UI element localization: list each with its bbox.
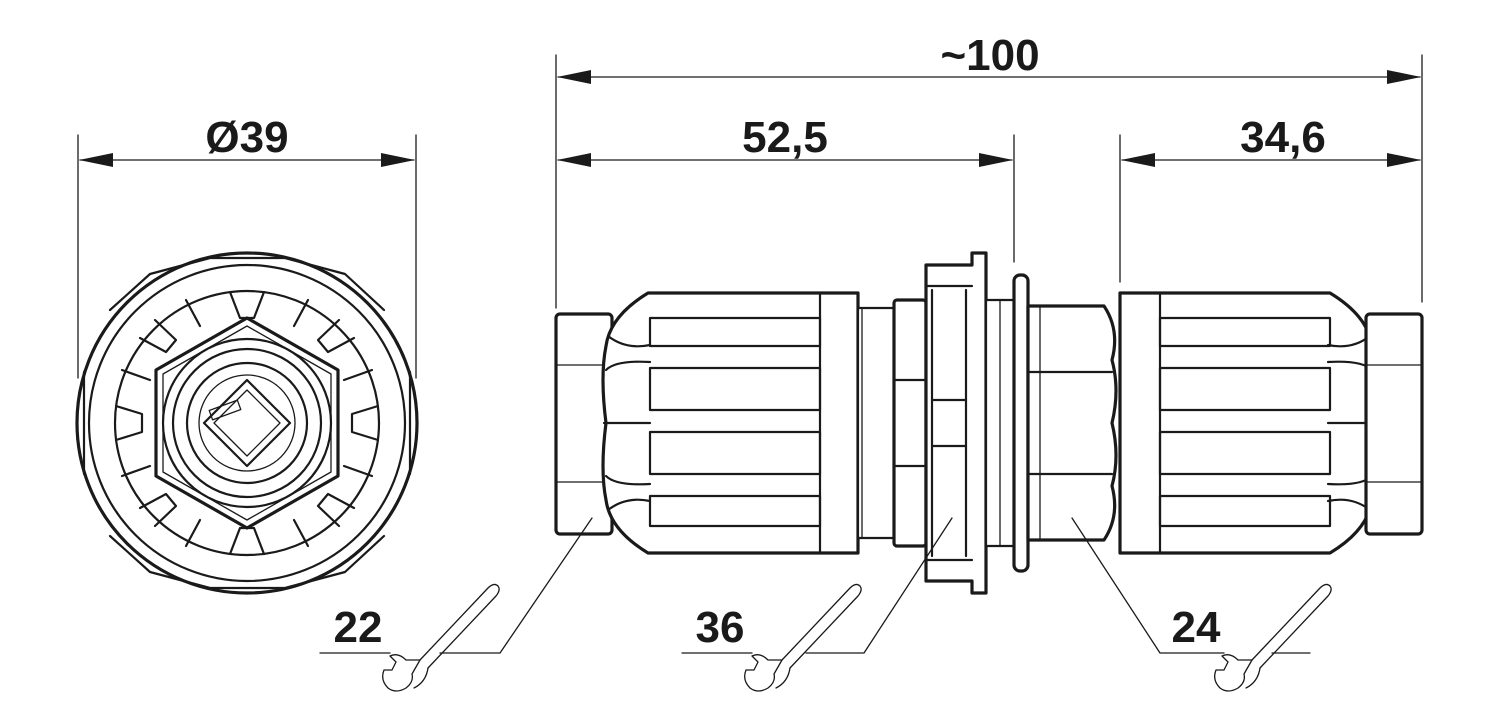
wrench-icon	[1214, 583, 1332, 692]
front-view: Ø39	[75, 113, 419, 595]
wrench-icon	[744, 583, 862, 692]
overall-length-label: ~100	[940, 31, 1039, 80]
diameter-label: Ø39	[205, 113, 288, 162]
hex-nut	[154, 316, 340, 530]
left-length-label: 52,5	[742, 113, 828, 162]
side-view: ~100 52,5 34,6	[554, 31, 1424, 595]
right-body-hex	[1026, 304, 1118, 542]
wrench-size-middle: 36	[696, 603, 745, 652]
panel-washer	[1012, 273, 1030, 573]
left-grip-nut	[601, 291, 860, 555]
wrench-size-left: 22	[334, 603, 383, 652]
right-grip-nut	[1118, 291, 1377, 555]
body-hex	[892, 298, 928, 548]
wrench-size-right: 24	[1172, 603, 1221, 652]
square-socket	[202, 378, 292, 468]
wrench-callout-right: 24	[1071, 517, 1332, 692]
wrench-callout-middle: 36	[681, 517, 953, 692]
flange-nut	[924, 251, 988, 595]
left-neck	[856, 306, 896, 540]
wrench-callout-left: 22	[319, 517, 593, 692]
wrench-icon	[382, 583, 500, 692]
right-length-label: 34,6	[1240, 113, 1326, 162]
right-end-tube	[1364, 312, 1424, 536]
